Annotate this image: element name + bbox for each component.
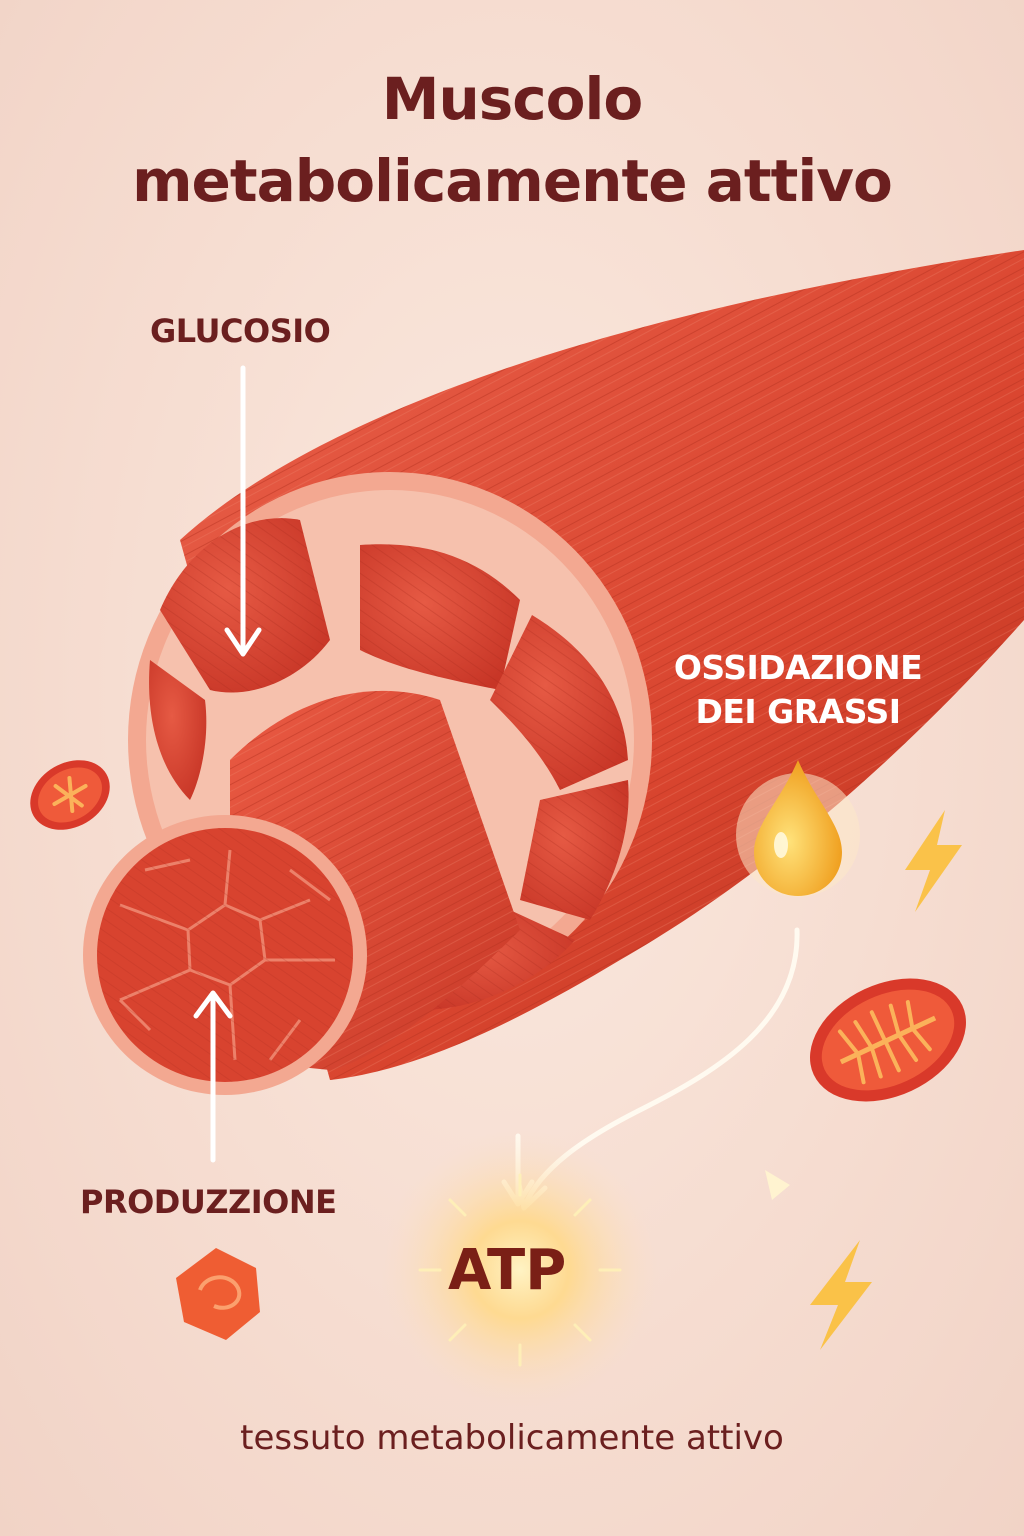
lightning-icon: [810, 1240, 872, 1350]
production-label: PRODUZZIONE: [80, 1183, 337, 1221]
fat-oxidation-label-line-2: DEI GRASSI: [695, 692, 901, 731]
fat-oxidation-label: OSSIDAZIONE DEI GRASSI: [668, 646, 928, 734]
fat-oxidation-label-line-1: OSSIDAZIONE: [673, 648, 923, 687]
title-line-2: metabolicamente attivo: [132, 147, 893, 215]
glucose-label: GLUCOSIO: [150, 312, 331, 350]
page-title: Muscolo metabolicamente attivo: [0, 58, 1024, 222]
mitochondrion-icon: [30, 760, 110, 830]
mitochondrion-icon: [810, 978, 966, 1102]
glucose-arrow: [224, 365, 262, 657]
spark-icon: [765, 1170, 790, 1200]
footer-caption: tessuto metabolicamente attivo: [240, 1418, 784, 1458]
production-arrow: [193, 990, 233, 1163]
fat-droplet-icon: [736, 760, 860, 897]
title-line-1: Muscolo: [381, 65, 644, 133]
atp-label: ATP: [448, 1238, 567, 1303]
lightning-icon: [905, 810, 962, 912]
atp-glow: [380, 1130, 660, 1410]
cell-icon: [176, 1248, 260, 1340]
muscle-fascicle-bundle: [83, 690, 520, 1095]
